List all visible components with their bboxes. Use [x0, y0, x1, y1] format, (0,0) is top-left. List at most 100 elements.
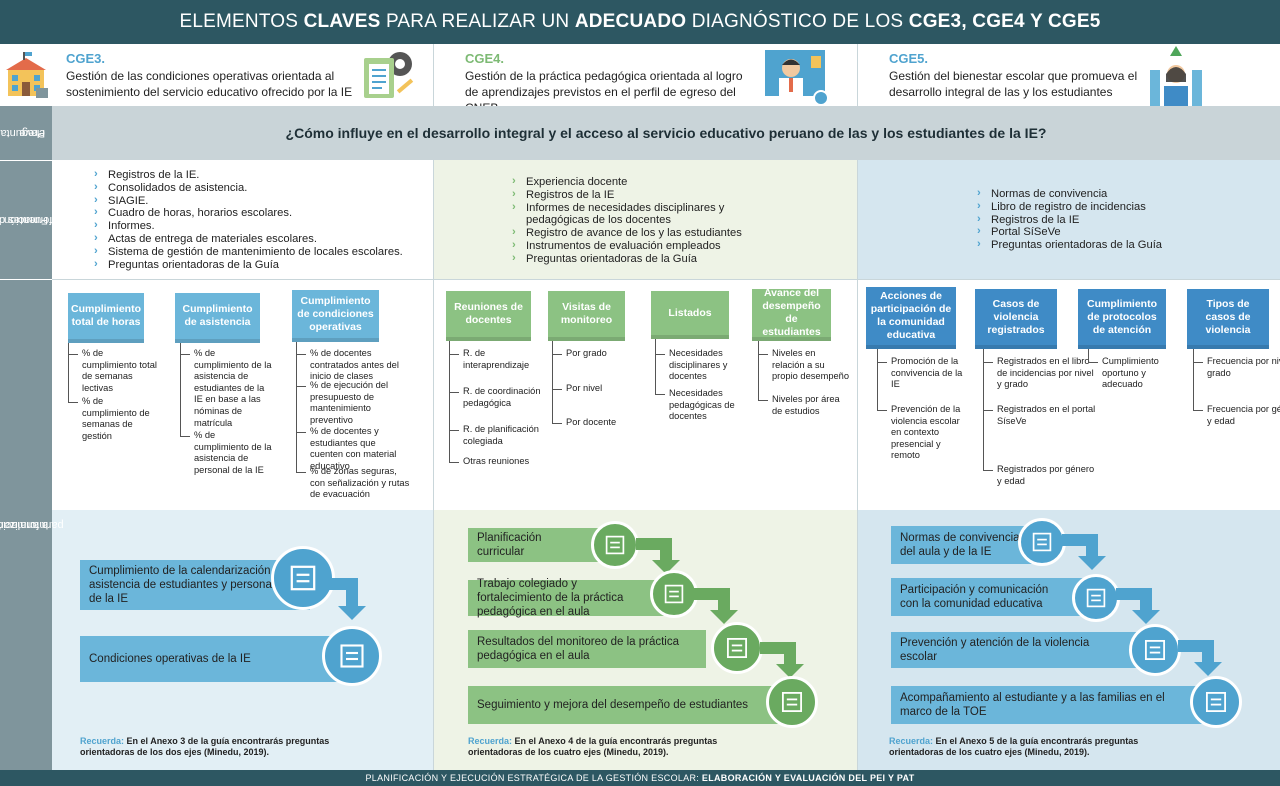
connector-line: [68, 402, 78, 403]
category-item: Por grado: [566, 348, 607, 358]
connector-line: [180, 436, 190, 437]
source-item: Preguntas orientadoras de la Guía: [510, 252, 790, 266]
source-item: Instrumentos de evaluación empleados: [510, 239, 790, 253]
source-item: Informes.: [92, 219, 422, 233]
divider: [52, 279, 1280, 280]
source-item: Libro de registro de incidencias: [975, 200, 1235, 214]
process-step-label: Participación y comunicación con la comu…: [900, 584, 1049, 610]
cge5-title: CGE5.: [889, 51, 929, 66]
connector-line: [552, 389, 562, 390]
connector-line: [655, 394, 665, 395]
connector-line: [1193, 362, 1203, 363]
category-item: % de cumplimiento de la asistencia de pe…: [194, 430, 272, 475]
connector-line: [552, 354, 562, 355]
process-icon: [650, 570, 698, 618]
category-item: Registrados por género y edad: [997, 464, 1095, 486]
category-item: % de cumplimiento de la asistencia de es…: [194, 348, 272, 428]
side-label-preguntas: Preguntasclave: [0, 106, 52, 160]
source-item: Actas de entrega de materiales escolares…: [92, 232, 422, 246]
category-item: Prevención de la violencia escolar en co…: [891, 404, 961, 461]
source-item: Cuadro de horas, horarios escolares.: [92, 206, 422, 220]
source-item: Portal SíSeVe: [975, 225, 1235, 239]
process-icon: [1129, 624, 1181, 676]
category-item: % de zonas seguras, con señalización y r…: [310, 466, 410, 500]
category-item: Frecuencia por género y edad: [1207, 404, 1280, 426]
process-step-label: Resultados del monitoreo de la práctica …: [477, 636, 680, 662]
connector-line: [449, 462, 459, 463]
note-cge3: Recuerda: En el Anexo 3 de la guía encon…: [80, 736, 330, 757]
note-cge5: Recuerda: En el Anexo 5 de la guía encon…: [889, 736, 1139, 757]
cge3-description: Gestión de las condiciones operativas or…: [66, 69, 353, 99]
connector-line: [877, 410, 887, 411]
connector-line: [1088, 349, 1089, 362]
cge3-header: CGE3. Gestión de las condiciones operati…: [66, 51, 356, 100]
category-item: Por nivel: [566, 383, 603, 393]
process-step-label: Planificación curricular: [477, 532, 542, 558]
flow-arrow: [318, 578, 370, 620]
cge4-sources: Experiencia docenteRegistros de la IEInf…: [510, 175, 790, 266]
teacher-icon: [763, 48, 833, 106]
category-box: Cumplimiento total de horas: [68, 293, 144, 343]
source-item: Registro de avance de los y las estudian…: [510, 226, 790, 240]
cge5-header: CGE5. Gestión del bienestar escolar que …: [889, 51, 1139, 100]
source-item: Informes de necesidades disciplinares y …: [510, 201, 790, 228]
category-item: Cumplimiento oportuno y adecuado: [1102, 356, 1159, 390]
connector-line: [877, 362, 887, 363]
category-item: % de cumplimiento total de semanas lecti…: [82, 348, 157, 393]
source-item: SIAGIE.: [92, 194, 422, 208]
connector-line: [983, 362, 993, 363]
category-item: Necesidades disciplinares y docentes: [669, 348, 728, 382]
flow-arrow: [1116, 588, 1164, 624]
flow-arrow: [1178, 640, 1226, 676]
process-step: Condiciones operativas de la IE: [80, 636, 350, 682]
category-box: Listados: [651, 291, 729, 339]
category-item: R. de planificación colegiada: [463, 424, 539, 446]
connector-line: [449, 354, 459, 355]
connector-line: [983, 410, 993, 411]
category-box: Visitas de monitoreo: [548, 291, 625, 341]
process-step-label: Prevención y atención de la violencia es…: [900, 637, 1090, 663]
connector-line: [296, 472, 306, 473]
category-box: Cumplimiento de asistencia: [175, 293, 260, 343]
connector-line: [296, 432, 306, 433]
process-icon: [1018, 518, 1066, 566]
category-item: Promoción de la convivencia de la IE: [891, 356, 963, 390]
key-question-bar: ¿Cómo influye en el desarrollo integral …: [52, 106, 1280, 160]
category-box: Acciones de participación de la comunida…: [866, 287, 956, 349]
flow-arrow: [694, 588, 742, 624]
connector-line: [296, 354, 306, 355]
connector-line: [180, 343, 181, 436]
process-step: Acompañamiento al estudiante y a las fam…: [891, 686, 1211, 724]
cge4-header: CGE4. Gestión de la práctica pedagógica …: [465, 51, 755, 116]
category-box: Cumplimiento de protocolos de atención: [1078, 289, 1166, 349]
category-box: Avance del desempeño de estudiantes: [752, 287, 831, 341]
connector-line: [1193, 410, 1203, 411]
process-step: Trabajo colegiado y fortalecimiento de l…: [468, 578, 666, 618]
flow-arrow: [760, 642, 808, 678]
source-item: Registros de la IE: [975, 213, 1235, 227]
connector-line: [552, 423, 562, 424]
cge3-sources: Registros de la IE.Consolidados de asist…: [92, 168, 422, 271]
connector-line: [655, 339, 656, 394]
process-icon: [591, 521, 639, 569]
category-box: Cumplimiento de condiciones operativas: [292, 290, 379, 342]
student-growth-icon: [1146, 46, 1206, 106]
process-icon: [1072, 574, 1120, 622]
category-item: Otras reuniones: [463, 456, 530, 466]
school-icon: [0, 44, 52, 106]
connector-line: [758, 341, 759, 400]
process-step: Planificación curricular: [468, 528, 608, 562]
connector-line: [758, 400, 768, 401]
category-box: Casos de violencia registrados: [975, 289, 1057, 349]
process-step-label: Cumplimiento de la calendarización y asi…: [89, 565, 280, 605]
category-item: Registrados en el portal SíseVe: [997, 404, 1096, 426]
connector-line: [655, 354, 665, 355]
connector-line: [877, 349, 878, 410]
source-item: Consolidados de asistencia.: [92, 181, 422, 195]
connector-line: [983, 349, 984, 470]
connector-line: [1193, 349, 1194, 410]
process-icon: [322, 626, 382, 686]
cge3-title: CGE3.: [66, 51, 106, 66]
source-item: Registros de la IE: [510, 188, 790, 202]
category-item: Niveles por área de estudios: [772, 394, 840, 416]
